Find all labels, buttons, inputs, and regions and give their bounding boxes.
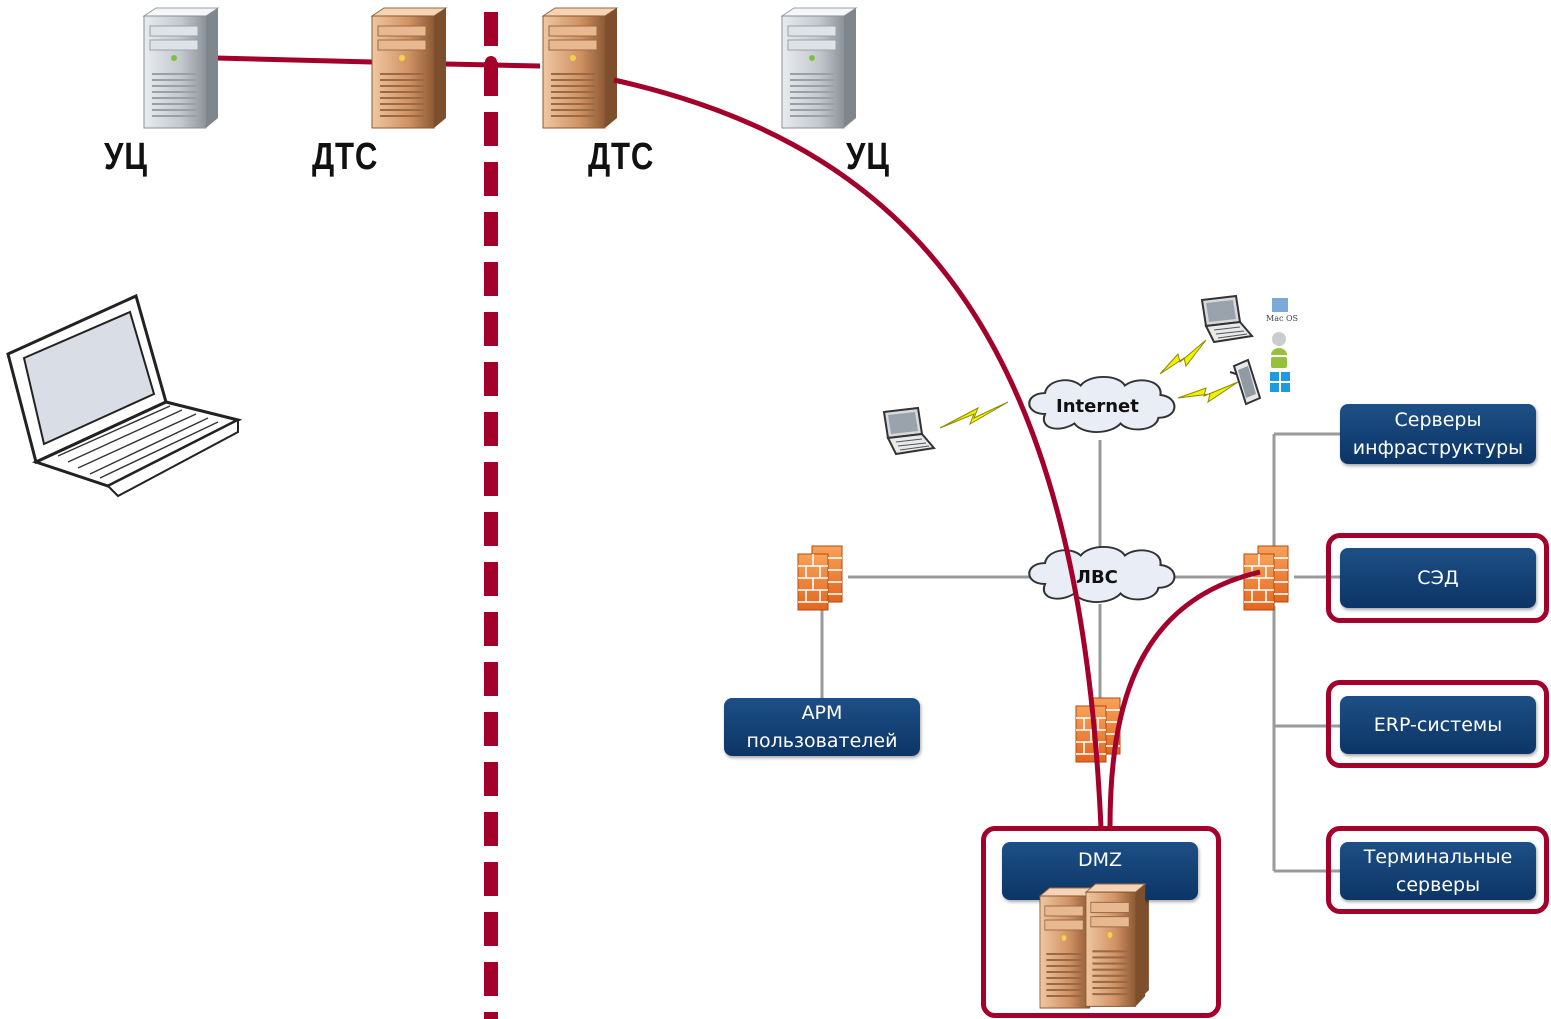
erp-highlight xyxy=(1326,680,1549,768)
right-dts-server-icon xyxy=(542,7,618,129)
client-laptop-icon xyxy=(6,293,243,498)
infra-line2: инфраструктуры xyxy=(1352,437,1524,459)
secure-channel-dts-dmz xyxy=(613,77,1104,829)
os-badges xyxy=(1270,298,1290,392)
left-dts-label: ДТС xyxy=(312,136,379,178)
apple-icon xyxy=(1272,332,1286,346)
smartphone-icon xyxy=(1229,358,1262,406)
infra-line1: Серверы xyxy=(1394,409,1482,431)
right-dts-label: ДТС xyxy=(588,136,655,178)
link-dts-dts xyxy=(445,61,541,69)
right-uc-label: УЦ xyxy=(846,136,890,178)
sed-label: СЭД xyxy=(1417,567,1459,589)
macos-icon xyxy=(1272,298,1288,312)
remote-laptop-icon xyxy=(883,407,935,455)
lvs-label: ЛВС xyxy=(1076,567,1118,588)
dmz-label: DMZ xyxy=(1077,849,1123,871)
link-uc-dts-left xyxy=(215,55,373,65)
arm-line1: АРМ xyxy=(801,702,843,724)
server-firewall-icon xyxy=(1243,545,1289,611)
trust-boundary-line xyxy=(484,12,498,1019)
dmz-servers xyxy=(1039,882,1147,1009)
arm-firewall-icon xyxy=(797,545,843,611)
arm-line2: пользователей xyxy=(746,730,898,752)
terminal-servers-box[interactable]: Терминальные серверы xyxy=(1340,842,1536,900)
mobile-laptop-icon xyxy=(1201,295,1253,343)
left-uc-server-icon xyxy=(143,7,219,129)
terminal-line1: Терминальные xyxy=(1363,846,1513,868)
infrastructure-servers-box[interactable]: Серверы инфраструктуры xyxy=(1340,404,1536,464)
secure-channel-dmz-sed xyxy=(1107,569,1261,829)
sed-box[interactable]: СЭД xyxy=(1340,548,1536,608)
wireless-link-icons xyxy=(939,339,1239,429)
dmz-highlight xyxy=(981,826,1221,1018)
windows-icon xyxy=(1270,372,1290,392)
dmz-tower-icon-2 xyxy=(1084,882,1147,1008)
sed-highlight xyxy=(1326,533,1549,623)
right-uc-server-icon xyxy=(781,7,857,129)
left-dts-server-icon xyxy=(371,7,447,129)
erp-label: ERP-системы xyxy=(1373,714,1503,736)
terminal-line2: серверы xyxy=(1395,874,1481,896)
internet-label: Internet xyxy=(1056,396,1139,417)
arm-box[interactable]: АРМ пользователей xyxy=(724,698,920,756)
terminal-highlight xyxy=(1326,826,1549,914)
network-lines xyxy=(820,432,1340,873)
erp-box[interactable]: ERP-системы xyxy=(1340,696,1536,754)
macos-label: Mac OS xyxy=(1266,314,1299,323)
android-icon xyxy=(1271,348,1287,368)
left-uc-label: УЦ xyxy=(104,136,148,178)
